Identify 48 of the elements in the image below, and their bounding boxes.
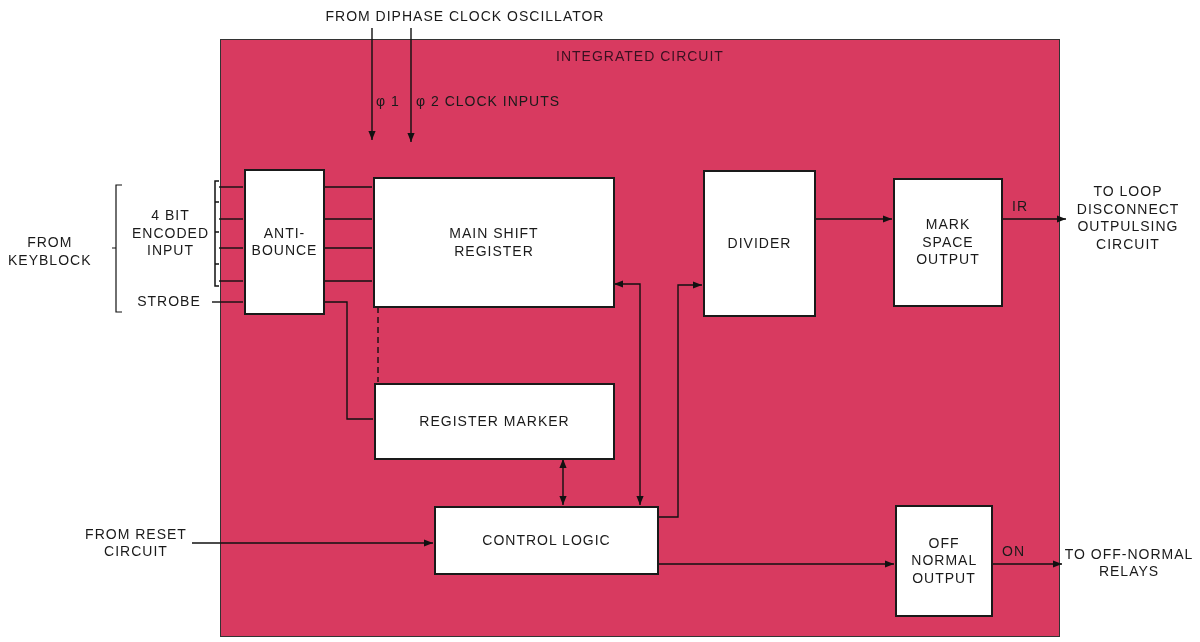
process-box [434, 506, 659, 575]
connector [657, 281, 703, 518]
connector [407, 27, 415, 143]
signal-label: FROM KEYBLOCK [8, 234, 92, 269]
block-label: OFF NORMAL OUTPUT [911, 534, 977, 588]
signal-label: STROBE [137, 292, 201, 312]
connector [1001, 215, 1067, 223]
connector [814, 215, 893, 223]
process-box [703, 170, 816, 317]
block-label: CONTROL LOGIC [482, 531, 611, 550]
panel-heading: INTEGRATED CIRCUIT [555, 48, 725, 66]
signal-label: 4 BIT ENCODED INPUT [131, 206, 210, 261]
connector [991, 560, 1063, 568]
connector [323, 186, 373, 188]
signal-label: φ 2 CLOCK INPUTS [416, 93, 561, 111]
block-label: DIVIDER [727, 234, 792, 253]
block-label: REGISTER MARKER [419, 412, 570, 431]
connector [323, 301, 374, 420]
process-box [373, 177, 615, 308]
connector [218, 280, 244, 282]
signal-label: TO LOOP DISCONNECT OUTPULSING CIRCUIT [1076, 182, 1180, 254]
block-label: ANTI- BOUNCE [251, 224, 318, 260]
connector [323, 218, 373, 220]
connector [323, 247, 373, 249]
connector [368, 27, 376, 141]
process-box [895, 505, 993, 617]
connector [211, 301, 244, 303]
signal-label: φ 1 [376, 93, 400, 111]
connector [323, 280, 373, 282]
connector [613, 280, 644, 506]
process-box [244, 169, 325, 315]
connector [218, 186, 244, 188]
edge-label: IR [1012, 198, 1028, 216]
connector [559, 458, 567, 506]
signal-label: FROM RESET CIRCUIT [84, 524, 188, 561]
connector [377, 306, 379, 383]
connector [218, 247, 244, 249]
connector [657, 560, 895, 568]
block-label: MAIN SHIFT REGISTER [448, 225, 540, 260]
signal-label: FROM DIPHASE CLOCK OSCILLATOR [325, 7, 605, 27]
edge-label: ON [1002, 543, 1025, 561]
signal-label: TO OFF-NORMAL RELAYS [1064, 544, 1194, 581]
process-box [374, 383, 615, 460]
integrated-circuit-panel [220, 39, 1060, 637]
block-label: MARK SPACE OUTPUT [916, 216, 980, 269]
connector [191, 539, 434, 547]
connector [218, 218, 244, 220]
process-box [893, 178, 1003, 307]
